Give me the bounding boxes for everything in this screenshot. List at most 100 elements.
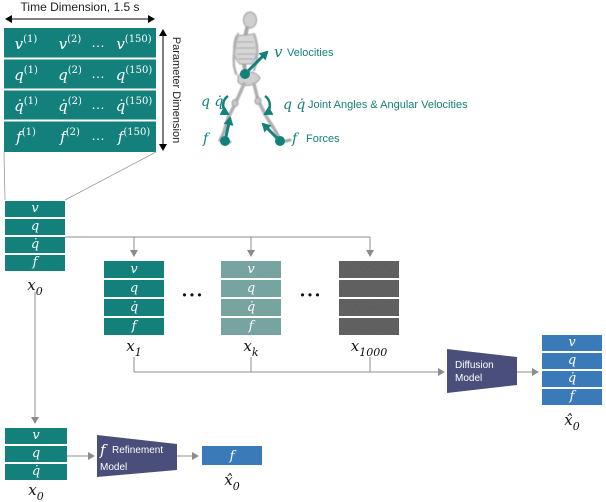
joint-label: Joint Angles & Angular Velocities xyxy=(308,99,468,111)
stack-row-symbol: f xyxy=(248,319,256,334)
stack-row xyxy=(5,219,65,235)
parameter-matrix xyxy=(4,28,156,152)
diffusion-output-stack: vqq̇fx̂0 xyxy=(542,335,602,433)
stack-row-symbol: q xyxy=(247,281,255,296)
matrix-cell: q(150) xyxy=(116,65,153,84)
joint-symbol-left: q q̇ xyxy=(201,94,223,110)
matrix-cell: v(1) xyxy=(15,34,38,53)
noise-texture xyxy=(339,261,399,278)
matrix-cell: q̇(150) xyxy=(116,96,153,115)
stack-row-symbol: v xyxy=(568,335,576,350)
stack-row-symbol: q xyxy=(130,281,138,296)
refinement-connectors xyxy=(31,292,199,460)
stack-row-symbol: q̇ xyxy=(130,300,138,315)
matrix-cell: v(150) xyxy=(116,34,151,53)
noise-texture xyxy=(221,299,281,316)
ellipsis: • • • xyxy=(182,288,201,302)
matrix-cells: v(1) v(2) v(150) … q(1) q(2) q(150) … q̇(1) q̇(2)… xyxy=(14,34,152,146)
noised-stack-label: xk xyxy=(243,337,258,359)
ellipsis: • • • xyxy=(300,288,319,302)
forces-symbol: f xyxy=(291,131,300,147)
denoise-connectors xyxy=(133,357,539,376)
velocities-label: Velocities xyxy=(287,47,334,59)
matrix-cell: q̇(1) xyxy=(14,96,38,115)
noised-stack-label: x1000 xyxy=(351,337,387,359)
matrix-cell: q(1) xyxy=(14,65,38,84)
stack-row xyxy=(542,335,602,351)
stack-row-symbol: q̇ xyxy=(31,237,39,252)
noise-texture xyxy=(339,318,399,335)
refinement-model-symbol: f xyxy=(99,441,108,459)
stack-row xyxy=(202,446,262,465)
stack-row xyxy=(104,299,164,316)
stack-row xyxy=(5,446,67,462)
stack-row-symbol: f xyxy=(131,319,139,334)
refinement-model: f Refinement Model xyxy=(97,435,177,477)
stack-row xyxy=(542,353,602,369)
matrix-ellipsis: … xyxy=(91,65,105,81)
refinement-model-label-line2: Model xyxy=(100,462,127,473)
stack-row-symbol: q xyxy=(31,219,39,234)
matrix-cell: q(2) xyxy=(58,65,82,84)
stack-row-symbol: f xyxy=(32,255,40,270)
noised-stack-2: vq q̇ f xk xyxy=(221,261,281,359)
stack-row xyxy=(5,464,67,480)
stack-row xyxy=(542,371,602,387)
matrix-cell: f(1) xyxy=(15,127,36,146)
matrix-cell: v(2) xyxy=(59,34,82,53)
noised-stack-3: x1000 xyxy=(339,261,399,359)
forces-symbol-left: f xyxy=(202,131,211,147)
stack-row-symbol: f xyxy=(569,389,577,404)
zoom-line-left xyxy=(3,151,6,201)
stack-row-symbol: q̇ xyxy=(32,464,40,479)
matrix-ellipsis: … xyxy=(91,96,105,112)
stack-row-symbol: v xyxy=(32,428,40,443)
stack-row-symbol: q xyxy=(32,446,40,461)
forces-label: Forces xyxy=(306,133,340,145)
refinement-output-label: x̂0 xyxy=(224,471,239,493)
stack-row xyxy=(5,255,65,271)
noised-stack-1: vq q̇ f x1 xyxy=(104,261,164,359)
force-arrows xyxy=(220,116,285,146)
parameter-dimension-label: Parameter Dimension xyxy=(170,37,182,143)
zoom-line-right xyxy=(64,151,157,201)
noise-texture xyxy=(221,280,281,297)
joint-rotation-arrows xyxy=(219,94,274,116)
refinement-model-label-line1: Refinement xyxy=(112,445,163,456)
matrix-ellipsis: … xyxy=(91,127,105,143)
noised-stack-label: x1 xyxy=(126,337,141,359)
diffusion-model: Diffusion Model xyxy=(447,349,517,393)
noise-texture xyxy=(339,280,399,297)
noise-texture xyxy=(221,261,281,278)
x0-stack: vq q̇ f x0 xyxy=(5,201,65,298)
stack-row xyxy=(5,428,67,444)
refinement-input-stack: vq q̇ x0 xyxy=(5,428,67,502)
forward-diffusion-connectors xyxy=(65,236,374,257)
stack-row-symbol: v xyxy=(31,201,39,216)
stack-row xyxy=(104,280,164,297)
refinement-input-label: x0 xyxy=(28,481,43,502)
stack-row-symbol: v xyxy=(247,262,255,277)
refinement-output-stack: f x̂0 xyxy=(202,446,262,493)
matrix-ellipsis: … xyxy=(91,34,105,50)
stack-row xyxy=(5,201,65,217)
stack-row-symbol: q̇ xyxy=(568,371,576,386)
stack-row-symbol: q̇ xyxy=(247,300,255,315)
stack-row xyxy=(104,318,164,335)
stack-row xyxy=(104,261,164,278)
time-dimension-label: Time Dimension, 1.5 s xyxy=(21,0,140,14)
matrix-cell: q̇(2) xyxy=(58,96,82,115)
x0-label: x0 xyxy=(27,276,42,298)
stack-row-symbol: f xyxy=(229,449,237,464)
stack-row-symbol: v xyxy=(130,262,138,277)
diffusion-model-label-line2: Model xyxy=(455,373,482,384)
joint-symbol: q q̇ xyxy=(283,97,305,113)
matrix-cell: f(150) xyxy=(117,127,151,146)
stack-row xyxy=(542,389,602,405)
matrix-cell: f(2) xyxy=(59,127,80,146)
diffusion-output-label: x̂0 xyxy=(564,411,579,433)
velocity-arrow xyxy=(240,50,269,79)
velocities-symbol: v xyxy=(274,43,283,61)
